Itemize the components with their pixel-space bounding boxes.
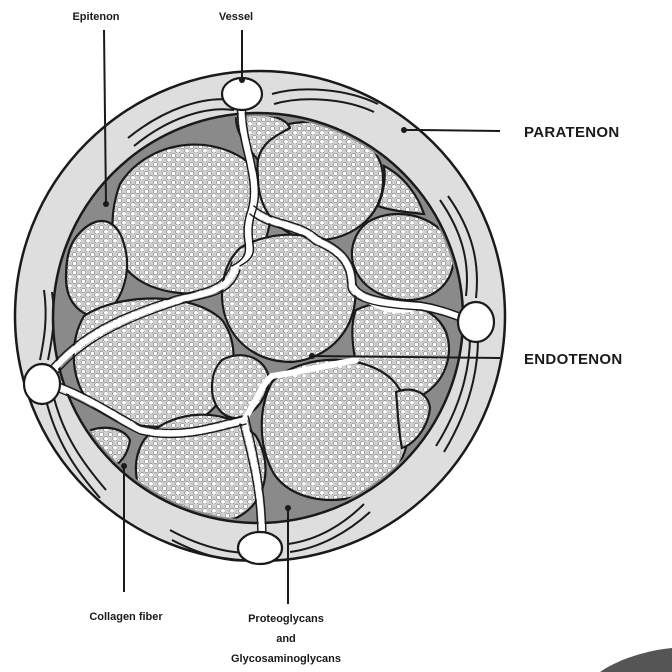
vessel-bottom (238, 532, 282, 564)
vessel-left (24, 364, 60, 404)
label-proteoglycans-line3: Glycosaminoglycans (231, 653, 341, 665)
corner-smudge (600, 648, 672, 672)
label-paratenon: PARATENON (524, 124, 619, 141)
label-proteoglycans-line1: Proteoglycans (248, 613, 324, 625)
leader-paratenon (404, 130, 500, 131)
label-endotenon: ENDOTENON (524, 351, 623, 368)
label-proteoglycans-line2: and (276, 633, 296, 645)
label-epitenon: Epitenon (72, 11, 119, 23)
label-vessel: Vessel (219, 11, 253, 23)
label-collagen-fiber: Collagen fiber (89, 611, 163, 623)
vessel-right (458, 302, 494, 342)
